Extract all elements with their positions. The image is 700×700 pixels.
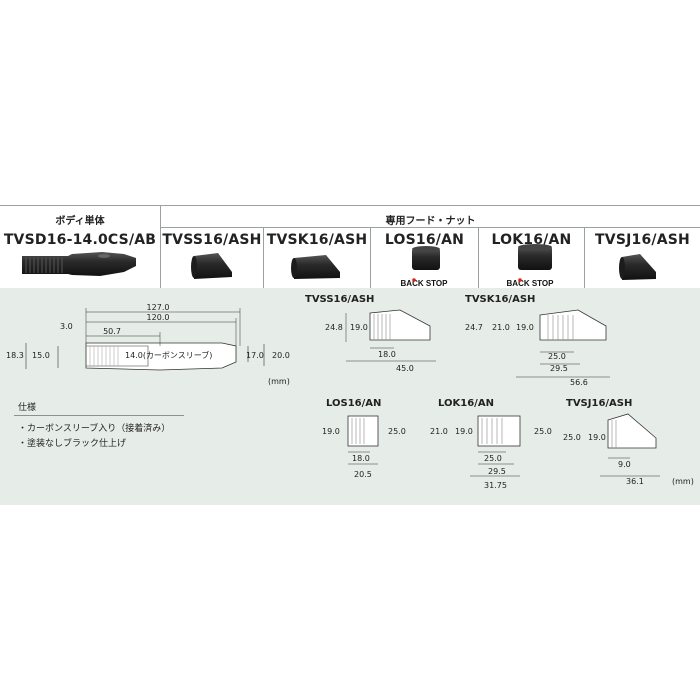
los-d1: 19.0 [322,427,340,436]
tvss-l1: 18.0 [378,350,396,359]
spec-item: ・カーボンスリーブ入り（接着済み） [18,424,171,434]
los-l1: 18.0 [352,454,370,463]
lok-photo [518,244,552,270]
spec-title: 仕様 [18,403,37,413]
tvsj-drawing [600,413,660,477]
column-divider [160,206,161,288]
los-photo [412,246,440,270]
column-divider [370,228,371,288]
tvss-l2: 45.0 [396,364,414,373]
tvsk-label: TVSK16/ASH [465,294,535,305]
spec-item: ・塗装なしブラック仕上げ [18,439,127,449]
hood-group-header: 専用フード・ナット [385,216,476,227]
product-header-band: ボディ単体 専用フード・ナット TVSD16-14.0CS/AB TVSS16/… [0,205,700,289]
tvsj-l1: 9.0 [618,460,631,469]
tvsk-d2: 21.0 [492,323,510,332]
lok-label: LOK16/AN [438,398,494,409]
back-stop-badge-los: BACK STOP [401,278,449,288]
dim-length: 120.0 [147,313,170,322]
los-d2: 25.0 [388,427,406,436]
back-stop-text-lok: BACK STOP [507,279,555,288]
column-divider [263,228,264,288]
lok-d1: 21.0 [430,427,448,436]
dim-od-left-inner: 15.0 [32,351,50,360]
spec-rule [14,415,184,416]
lok-d3: 25.0 [534,427,552,436]
tvsk-l2: 29.5 [550,364,568,373]
lok-l2: 29.5 [488,467,506,476]
model-tvsj: TVSJ16/ASH [595,232,690,248]
body-unit: (mm) [268,377,290,386]
model-los: LOS16/AN [384,232,465,248]
tvsk-d1: 24.7 [465,323,483,332]
los-drawing [347,415,379,465]
tvsk-l3: 56.6 [570,378,588,387]
dim-od-right-inner: 17.0 [246,351,264,360]
tvsj-photo [619,254,656,280]
back-stop-text-los: BACK STOP [401,279,449,288]
body-photo [22,252,136,276]
tvsk-l1: 25.0 [548,352,566,361]
los-label: LOS16/AN [326,398,381,409]
tvsj-d1: 25.0 [563,433,581,442]
tvsk-drawing [516,309,610,378]
tvsk-d3: 19.0 [516,323,534,332]
column-divider [584,228,585,288]
dim-sleeve: 14.0(カーボンスリーブ) [125,350,212,360]
model-tvss: TVSS16/ASH [162,232,262,248]
los-l2: 20.5 [354,470,372,479]
tvsj-l2: 36.1 [626,477,644,486]
tvss-label: TVSS16/ASH [305,294,374,305]
dim-offset: 3.0 [60,322,73,331]
catalog-sheet: ボディ単体 専用フード・ナット TVSD16-14.0CS/AB TVSS16/… [0,205,700,505]
tvss-drawing [345,309,436,362]
tvss-photo [191,253,232,279]
dim-total: 127.0 [147,303,170,312]
hood-unit: (mm) [672,477,694,486]
tvss-d1: 24.8 [325,323,343,332]
dim-od-left-outer: 18.3 [6,351,24,360]
dim-od-right-outer: 20.0 [272,351,290,360]
lok-l1: 25.0 [484,454,502,463]
body-group-header: ボディ単体 [55,216,105,227]
model-tvsk: TVSK16/ASH [266,232,368,248]
dim-inner: 50.7 [103,327,121,336]
lok-l3: 31.75 [484,481,507,490]
back-stop-badge-lok: BACK STOP [507,278,555,288]
model-lok: LOK16/AN [491,232,572,248]
lok-d2: 19.0 [455,427,473,436]
header-rule [161,227,700,228]
tvsj-label: TVSJ16/ASH [566,398,632,409]
tvsj-d2: 19.0 [588,433,606,442]
model-body: TVSD16-14.0CS/AB [3,232,157,248]
lok-drawing [470,415,521,477]
tvsk-photo [291,255,340,279]
column-divider [478,228,479,288]
tvss-d2: 19.0 [350,323,368,332]
body-drawing [25,308,265,371]
